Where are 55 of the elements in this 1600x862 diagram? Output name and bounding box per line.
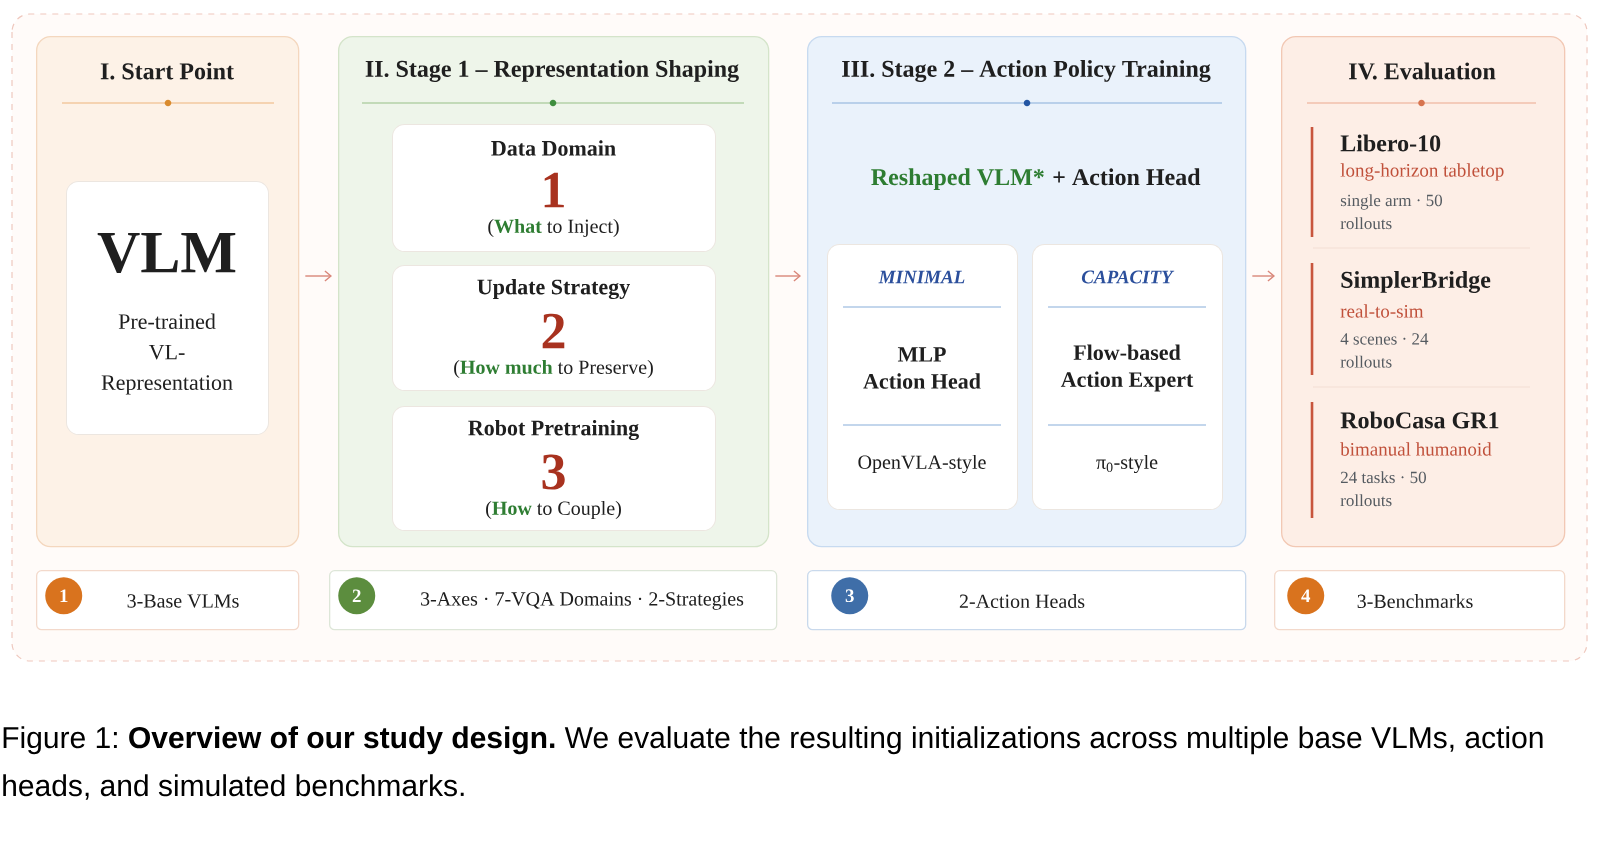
card-subtitle: (How to Couple) <box>486 500 621 520</box>
content-card <box>827 244 1018 510</box>
number-badge: 1 <box>45 577 83 615</box>
head-name: MLP Action Head <box>863 347 981 389</box>
arrow <box>304 270 332 282</box>
benchmark-setting: bimanual humanoid <box>1340 442 1492 456</box>
axis-number: 2 <box>542 313 565 349</box>
summary-text: 3-Axes · 7-VQA Domains · 2-Strategies <box>421 592 744 610</box>
arrow <box>774 270 801 282</box>
stage-panel <box>1281 36 1566 548</box>
style-note: OpenVLA-style <box>858 454 986 474</box>
card-heading: Data Domain <box>491 140 616 156</box>
card-heading: Update Strategy <box>477 278 630 300</box>
card-subtitle: (How much to Preserve) <box>454 359 653 379</box>
content-card <box>1032 244 1223 510</box>
benchmark-details: single arm · 50 rollouts <box>1340 194 1443 230</box>
benchmark-name: RoboCasa GR1 <box>1340 411 1499 429</box>
benchmark-details: 4 scenes · 24 rollouts <box>1340 333 1429 368</box>
summary-text: 2-Action Heads <box>959 593 1085 609</box>
content-card <box>392 406 716 531</box>
summary-text: 3-Base VLMs <box>127 594 239 608</box>
caption: Figure 1: Overview of our study design. We evaluate the resulting initializations across multiple base VLMs, action heads, and simulated benchmarks. <box>3 726 1543 800</box>
benchmark-name: SimplerBridge <box>1341 271 1491 293</box>
number-badge: 4 <box>1287 577 1325 615</box>
axis-number: 3 <box>542 454 565 490</box>
card-heading: Robot Pretraining <box>468 419 639 441</box>
variant-label: CAPACITY <box>1081 270 1175 284</box>
head-name: Flow-based Action Expert <box>1060 344 1194 392</box>
benchmark-setting: real-to-sim <box>1340 304 1424 318</box>
variant-label: MINIMAL <box>878 270 965 284</box>
panel-title: III. Stage 2 – Action Policy Training <box>842 60 1211 82</box>
style-note: π$_{0}$-style <box>1096 454 1158 474</box>
panel-subtitle: Reshaped VLM* <box>871 168 1044 191</box>
content-card <box>392 265 716 391</box>
summary-box <box>1274 570 1566 631</box>
summary-box <box>807 570 1247 631</box>
number-badge: 3 <box>831 577 869 615</box>
summary-box <box>36 570 300 631</box>
summary-text: 3-Benchmarks <box>1357 593 1473 609</box>
content-card <box>392 124 716 252</box>
benchmark-setting: long-horizon tabletop <box>1340 163 1504 181</box>
panel-title: II. Stage 1 – Representation Shaping <box>365 60 739 82</box>
benchmark-details: 24 tasks · 50 rollouts <box>1340 471 1426 507</box>
panel-title: IV. Evaluation <box>1349 62 1496 80</box>
card-subtitle: (What to Inject) <box>488 218 619 238</box>
axis-number: 1 <box>544 172 564 208</box>
benchmark-name: Libero-10 <box>1340 134 1441 152</box>
summary-box <box>329 570 778 631</box>
model-name: VLM <box>97 232 236 274</box>
content-card <box>66 181 269 435</box>
panel-title: I. Start Point <box>100 62 234 80</box>
model-description: Pre-trained VL- Representation <box>101 313 233 395</box>
number-badge: 2 <box>338 577 376 615</box>
panel-subtitle: + Action Head <box>1053 168 1201 186</box>
arrow <box>1251 270 1275 282</box>
